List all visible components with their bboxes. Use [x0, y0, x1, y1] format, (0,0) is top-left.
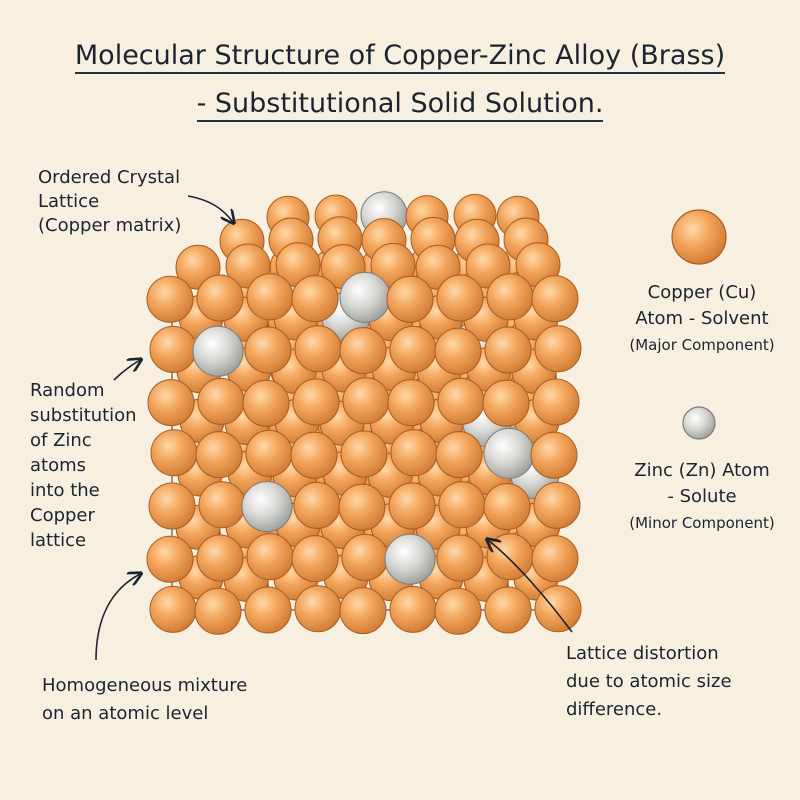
copper-atom: [531, 535, 579, 583]
copper-atom: [198, 481, 246, 529]
legend-icons: [671, 209, 727, 440]
copper-atom: [149, 585, 197, 633]
copper-atom: [484, 326, 532, 374]
copper-atom: [194, 587, 242, 635]
copper-atom: [291, 275, 339, 323]
copper-atom: [149, 325, 197, 373]
copper-atom: [486, 273, 534, 321]
copper-atom-legend-icon: [671, 209, 727, 265]
copper-atom: [389, 585, 437, 633]
copper-atom: [532, 378, 580, 426]
copper-atom: [244, 586, 292, 634]
arrow-random-substitution: [113, 360, 140, 381]
copper-atom: [484, 586, 532, 634]
copper-atom: [530, 431, 578, 479]
arrow-ordered-lattice: [187, 195, 233, 222]
zinc-atom: [483, 427, 535, 479]
copper-atom: [531, 275, 579, 323]
copper-atom: [246, 533, 294, 581]
label-homogeneous: Homogeneous mixture on an atomic level: [42, 675, 248, 724]
copper-atom: [482, 379, 530, 427]
copper-atom: [246, 273, 294, 321]
copper-atom: [342, 377, 390, 425]
copper-atom: [534, 585, 582, 633]
zinc-atom-legend-icon: [682, 406, 716, 440]
zinc-atom: [192, 325, 244, 377]
copper-atom: [486, 533, 534, 581]
copper-atom: [245, 429, 293, 477]
diagram-title-line1: Molecular Structure of Copper-Zinc Alloy…: [40, 40, 760, 74]
copper-atom: [436, 274, 484, 322]
copper-atom: [483, 483, 531, 531]
copper-atom: [197, 377, 245, 425]
label-distortion: Lattice distortion due to atomic size di…: [566, 643, 732, 720]
copper-atom: [242, 379, 290, 427]
copper-atom: [196, 534, 244, 582]
copper-atom: [533, 481, 581, 529]
copper-atom: [435, 431, 483, 479]
label-random-substitution: Random substitution of Zinc atoms into t…: [30, 380, 137, 551]
copper-atom: [148, 482, 196, 530]
annotation-arrows: [95, 195, 573, 661]
diagram-title-line2: - Substitutional Solid Solution.: [40, 88, 760, 122]
arrow-homogeneous: [95, 574, 140, 661]
copper-atom: [291, 535, 339, 583]
copper-atom: [534, 325, 582, 373]
copper-atom: [388, 482, 436, 530]
copper-atom: [146, 535, 194, 583]
copper-atom: [340, 430, 388, 478]
atom-layer: [146, 191, 582, 635]
label-ordered-lattice: Ordered Crystal Lattice (Copper matrix): [38, 167, 182, 236]
copper-atom: [437, 377, 485, 425]
copper-atom: [387, 379, 435, 427]
copper-atom: [389, 325, 437, 373]
copper-atom: [150, 429, 198, 477]
copper-atom: [147, 379, 195, 427]
copper-atom: [338, 483, 386, 531]
copper-atom: [195, 431, 243, 479]
copper-atom: [294, 325, 342, 373]
copper-atom: [386, 275, 434, 323]
copper-atom: [146, 275, 194, 323]
copper-atom: [438, 481, 486, 529]
copper-atom: [339, 587, 387, 635]
legend-zinc: Zinc (Zn) Atom - Solute (Minor Component…: [629, 460, 775, 532]
copper-atom: [341, 533, 389, 581]
copper-atom: [434, 587, 482, 635]
copper-atom: [293, 481, 341, 529]
copper-atom: [339, 327, 387, 375]
zinc-atom: [384, 533, 436, 585]
copper-atom: [434, 327, 482, 375]
copper-atom: [244, 326, 292, 374]
zinc-atom: [241, 481, 293, 533]
copper-atom: [292, 378, 340, 426]
legend-copper: Copper (Cu) Atom - Solvent (Major Compon…: [629, 282, 775, 354]
copper-atom: [436, 534, 484, 582]
copper-atom: [196, 274, 244, 322]
copper-atom: [390, 429, 438, 477]
arrow-distortion: [488, 540, 573, 633]
copper-atom: [290, 431, 338, 479]
copper-atom: [294, 585, 342, 633]
zinc-atom: [339, 271, 391, 323]
